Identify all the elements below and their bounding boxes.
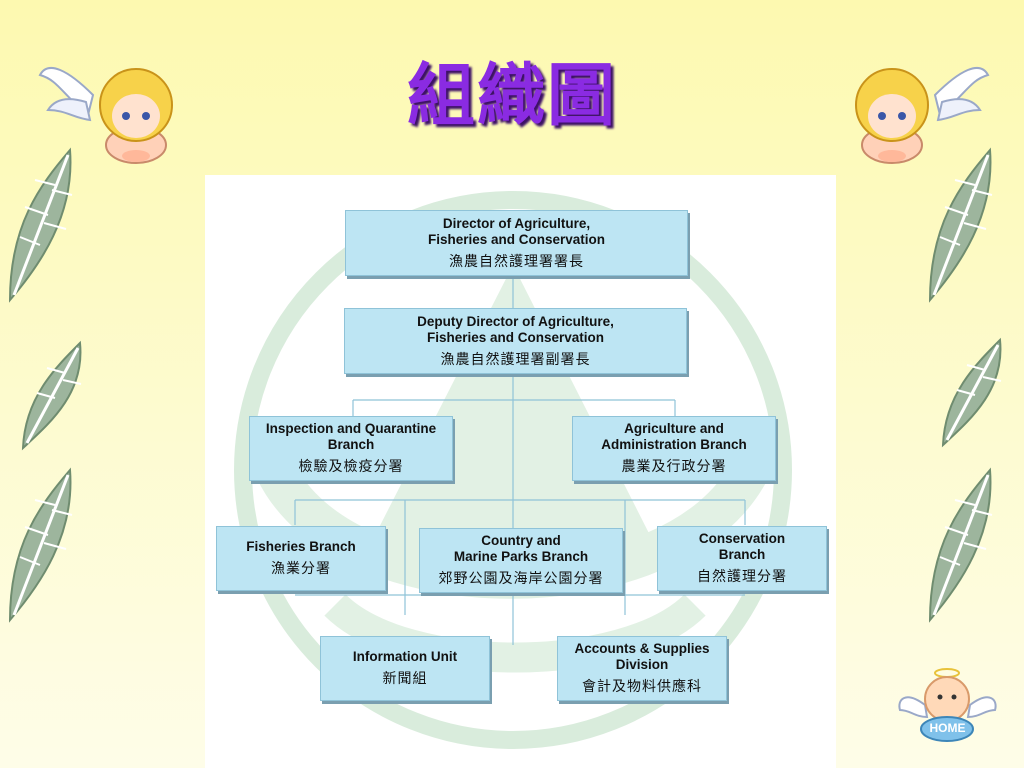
- node-label-en: Agriculture and Administration Branch: [601, 421, 747, 452]
- home-button[interactable]: HOME: [895, 665, 1000, 745]
- org-node-accounts-supplies: Accounts & Supplies Division 會計及物料供應科: [557, 636, 727, 701]
- org-node-information-unit: Information Unit 新聞組: [320, 636, 490, 701]
- node-label-zh: 漁農自然護理署副署長: [440, 351, 591, 368]
- leaf-icon: [928, 147, 993, 303]
- slide-title: 組織圖: [406, 56, 617, 136]
- org-node-country-marine-parks: Country and Marine Parks Branch 郊野公園及海岸公…: [419, 528, 623, 593]
- node-label-zh: 漁業分署: [271, 561, 331, 577]
- org-node-fisheries: Fisheries Branch 漁業分署: [216, 526, 386, 591]
- node-label-en: Accounts & Supplies Division: [574, 641, 710, 672]
- leaf-icon: [8, 147, 73, 303]
- home-label: HOME: [929, 721, 966, 735]
- node-label-en: Information Unit: [352, 649, 458, 664]
- org-node-conservation: Conservation Branch 自然護理分署: [657, 526, 827, 591]
- node-label-en: Fisheries Branch: [246, 539, 356, 554]
- angel-icon: [855, 66, 990, 164]
- node-label-zh: 會計及物料供應科: [582, 679, 702, 695]
- node-label-en: Director of Agriculture, Fisheries and C…: [427, 215, 606, 247]
- org-chart: Director of Agriculture, Fisheries and C…: [205, 175, 836, 768]
- node-label-zh: 農業及行政分署: [621, 459, 727, 475]
- node-label-en: Country and Marine Parks Branch: [453, 533, 589, 564]
- node-label-zh: 漁農自然護理署署長: [449, 253, 584, 270]
- org-node-inspection-quarantine: Inspection and Quarantine Branch 檢驗及檢疫分署: [249, 416, 453, 481]
- node-label-zh: 自然護理分署: [697, 569, 787, 585]
- angel-icon: [38, 66, 173, 164]
- org-node-deputy-director: Deputy Director of Agriculture, Fisherie…: [344, 308, 687, 374]
- org-node-agriculture-administration: Agriculture and Administration Branch 農業…: [572, 416, 776, 481]
- node-label-zh: 檢驗及檢疫分署: [298, 459, 404, 475]
- leaf-icon: [21, 340, 82, 451]
- node-label-zh: 郊野公園及海岸公園分署: [438, 571, 604, 587]
- afcd-logo-watermark: [234, 191, 792, 749]
- leaf-icon: [8, 467, 73, 623]
- node-label-en: Conservation Branch: [698, 531, 786, 562]
- home-angel-icon: [898, 668, 997, 742]
- node-label-en: Deputy Director of Agriculture, Fisherie…: [417, 313, 614, 345]
- leaf-icon: [928, 467, 993, 623]
- node-label-en: Inspection and Quarantine Branch: [265, 421, 437, 452]
- node-label-zh: 新聞組: [382, 671, 428, 687]
- leaf-icon: [941, 337, 1002, 448]
- org-node-director: Director of Agriculture, Fisheries and C…: [345, 210, 688, 276]
